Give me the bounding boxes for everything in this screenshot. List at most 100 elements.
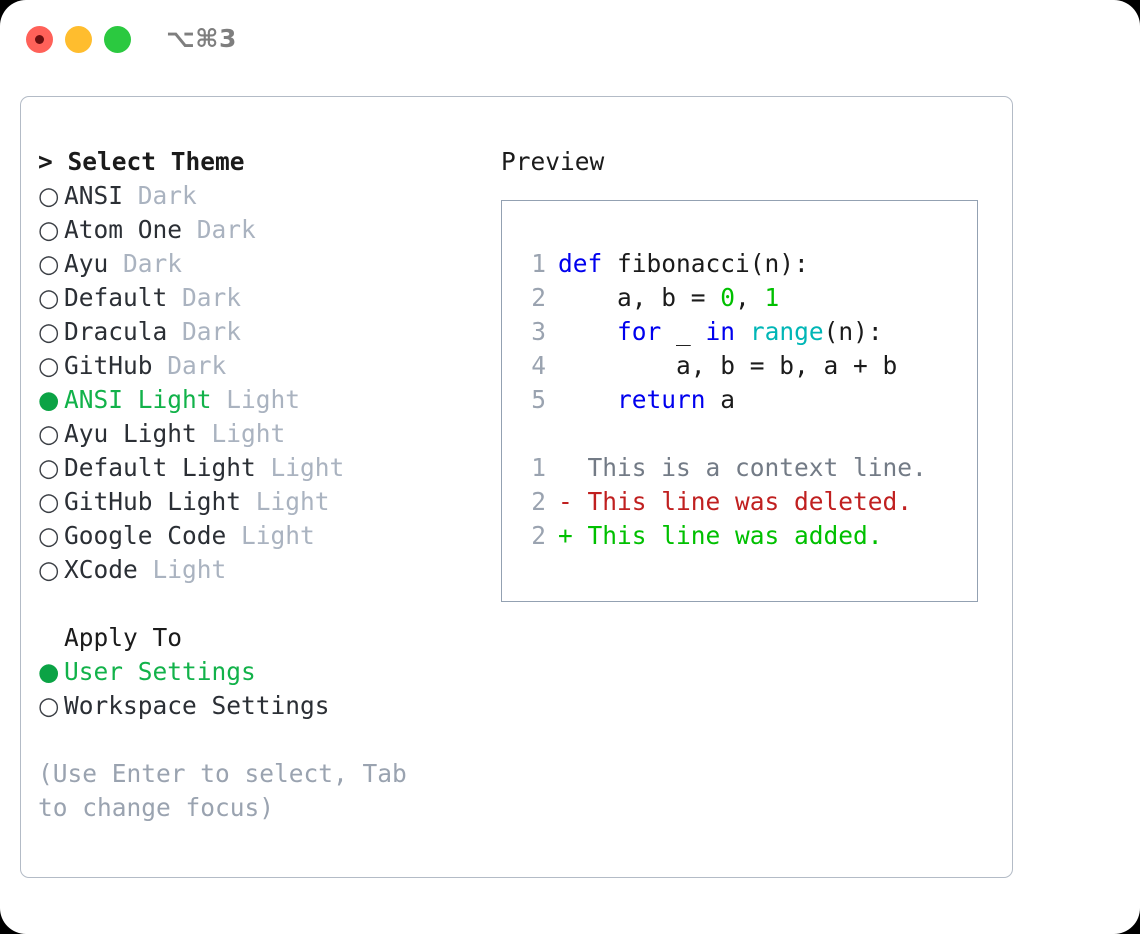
theme-option-variant: Dark <box>182 317 242 346</box>
theme-option-label: Google Code <box>64 521 227 550</box>
theme-option-default[interactable]: ○Default Dark <box>38 281 488 315</box>
page-title: > Select Theme <box>38 145 488 179</box>
code-line-content: for _ in range(n): <box>558 315 883 349</box>
code-token: a, b = <box>558 283 721 312</box>
radio-unselected-icon[interactable]: ○ <box>38 419 60 448</box>
theme-option-variant: Dark <box>123 249 183 278</box>
line-number: 2 <box>531 521 546 550</box>
code-token: _ <box>661 317 706 346</box>
close-icon <box>35 35 44 44</box>
code-token <box>558 317 617 346</box>
theme-option-google-code[interactable]: ○Google Code Light <box>38 519 488 553</box>
radio-unselected-icon[interactable]: ○ <box>38 181 60 210</box>
theme-option-label: GitHub <box>64 351 153 380</box>
theme-option-atom-one[interactable]: ○Atom One Dark <box>38 213 488 247</box>
radio-unselected-icon[interactable]: ○ <box>38 521 60 550</box>
code-line-content: def fibonacci(n): <box>558 247 809 281</box>
theme-option-label: GitHub Light <box>64 487 242 516</box>
theme-option-variant: Light <box>270 453 345 482</box>
theme-option-dracula[interactable]: ○Dracula Dark <box>38 315 488 349</box>
diff-line-content: - This line was deleted. <box>558 487 913 516</box>
maximize-button[interactable] <box>104 26 131 53</box>
theme-option-variant: Light <box>241 521 315 550</box>
apply-to-block: Apply To ●User Settings○Workspace Settin… <box>38 621 488 723</box>
apply-to-list: ●User Settings○Workspace Settings <box>38 655 488 723</box>
preview-title: Preview <box>501 147 605 176</box>
keyboard-shortcut-label: ⌥⌘3 <box>166 24 237 53</box>
keyboard-hint: (Use Enter to select, Tab to change focu… <box>38 759 407 822</box>
code-token: 0 <box>720 283 736 312</box>
radio-unselected-icon[interactable]: ○ <box>38 487 60 516</box>
radio-unselected-icon[interactable]: ○ <box>38 317 60 346</box>
window-titlebar: ⌥⌘3 <box>0 0 1140 80</box>
prompt-caret: > <box>38 147 68 176</box>
code-token: in <box>705 317 736 346</box>
code-line: 2 a, b = 0, 1 <box>516 281 971 315</box>
code-token: range <box>749 317 824 346</box>
apply-to-option-label: Workspace Settings <box>64 691 330 720</box>
diff-line: 1 This is a context line. <box>516 451 971 485</box>
theme-option-ansi[interactable]: ○ANSI Dark <box>38 179 488 213</box>
diff-line-content: + This line was added. <box>558 521 883 550</box>
theme-option-variant: Dark <box>137 181 197 210</box>
minimize-button[interactable] <box>65 26 92 53</box>
apply-to-option-workspace-settings[interactable]: ○Workspace Settings <box>38 689 488 723</box>
code-line: 4 a, b = b, a + b <box>516 349 971 383</box>
page-title-label: Select Theme <box>67 147 245 176</box>
code-token: fibonacci(n): <box>602 249 809 278</box>
theme-option-variant: Dark <box>182 283 242 312</box>
theme-option-label: Atom One <box>64 215 183 244</box>
line-number: 4 <box>531 351 546 380</box>
theme-option-label: ANSI Light <box>64 385 212 414</box>
code-token: , <box>735 283 765 312</box>
apply-to-option-label: User Settings <box>64 657 256 686</box>
line-number: 5 <box>531 385 546 414</box>
code-token: (n): <box>823 317 883 346</box>
code-token <box>558 385 617 414</box>
code-token <box>735 317 750 346</box>
code-token: a <box>705 385 736 414</box>
theme-option-label: Ayu Light <box>64 419 197 448</box>
apply-to-title: Apply To <box>64 623 183 652</box>
radio-unselected-icon[interactable]: ○ <box>38 351 60 380</box>
theme-option-variant: Light <box>211 419 286 448</box>
line-number: 2 <box>531 487 546 516</box>
line-number: 3 <box>531 317 546 346</box>
radio-unselected-icon[interactable]: ○ <box>38 283 60 312</box>
radio-unselected-icon[interactable]: ○ <box>38 453 60 482</box>
theme-option-label: Dracula <box>64 317 168 346</box>
theme-option-ansi-light[interactable]: ●ANSI Light Light <box>38 383 488 417</box>
theme-option-variant: Dark <box>196 215 256 244</box>
code-token: 1 <box>764 283 780 312</box>
code-token: return <box>617 385 706 414</box>
theme-option-label: Default <box>64 283 168 312</box>
apply-to-option-user-settings[interactable]: ●User Settings <box>38 655 488 689</box>
radio-unselected-icon[interactable]: ○ <box>38 249 60 278</box>
theme-option-variant: Light <box>226 385 301 414</box>
radio-selected-icon[interactable]: ● <box>38 657 60 686</box>
theme-option-github[interactable]: ○GitHub Dark <box>38 349 488 383</box>
diff-lines: 1 This is a context line.2- This line wa… <box>516 451 971 553</box>
radio-unselected-icon[interactable]: ○ <box>38 691 60 720</box>
theme-option-variant: Light <box>152 555 227 584</box>
radio-selected-icon[interactable]: ● <box>38 385 60 414</box>
code-line-content: return a <box>558 383 735 417</box>
radio-unselected-icon[interactable]: ○ <box>38 555 60 584</box>
code-line: 5 return a <box>516 383 971 417</box>
theme-option-label: ANSI <box>64 181 124 210</box>
theme-option-variant: Dark <box>167 351 227 380</box>
radio-unselected-icon[interactable]: ○ <box>38 215 60 244</box>
line-number: 1 <box>531 453 546 482</box>
theme-option-ayu-light[interactable]: ○Ayu Light Light <box>38 417 488 451</box>
